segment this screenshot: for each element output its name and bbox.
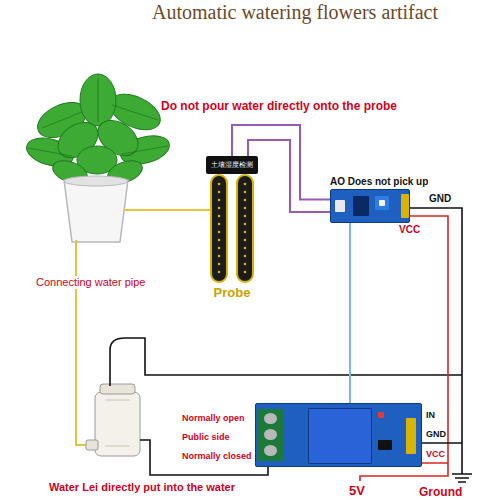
probe-trace <box>218 183 221 186</box>
indicator-led <box>378 412 384 418</box>
pin-header <box>401 194 409 218</box>
probe-label: Probe <box>214 285 251 300</box>
pin-header <box>335 200 345 212</box>
water-pipe <box>124 209 212 211</box>
probe-trace <box>218 255 221 258</box>
probe-trace <box>244 231 247 234</box>
transistor <box>378 440 392 450</box>
probe-trace <box>218 191 221 194</box>
probe-prongs <box>206 174 258 284</box>
water-pipe <box>76 240 95 445</box>
ground-label: Ground <box>418 486 463 500</box>
pin-label: GND <box>428 193 452 205</box>
potentiometer-knob <box>379 200 385 206</box>
wire-connector <box>349 223 351 403</box>
diagram-title: Automatic watering flowers artifact <box>95 1 495 24</box>
terminal-screw <box>264 413 277 424</box>
terminal-label: Normally open <box>182 413 252 423</box>
probe-trace <box>244 263 247 266</box>
probe-trace <box>244 223 247 226</box>
flower-pot <box>64 180 128 242</box>
sensor-module <box>330 189 410 223</box>
signal-wire <box>248 140 332 212</box>
terminal-screw <box>264 445 277 456</box>
probe-trace <box>218 239 221 242</box>
probe-prong <box>211 175 227 282</box>
terminal-screw <box>264 429 277 440</box>
probe-trace <box>218 215 221 218</box>
probe-trace <box>218 263 221 266</box>
probe-trace <box>244 199 247 202</box>
gnd-wire <box>395 208 462 474</box>
probe-trace <box>218 271 221 274</box>
pin-label: GND <box>425 429 447 439</box>
comparator-chip <box>353 196 369 216</box>
pump-wire <box>140 440 268 475</box>
probe-trace <box>218 231 221 234</box>
probe-trace <box>218 199 221 202</box>
relay-module: Normally openPublic sideNormally closed <box>182 403 422 467</box>
soil-probe: 土壤湿度检测 Probe <box>206 156 258 300</box>
leaf-veins <box>28 78 168 156</box>
pin-label: IN <box>425 410 436 420</box>
probe-trace <box>244 183 247 186</box>
probe-trace <box>218 207 221 210</box>
probe-trace <box>244 207 247 210</box>
probe-trace <box>244 215 247 218</box>
pump-wire <box>110 338 462 386</box>
probe-trace <box>244 191 247 194</box>
pin-label: VCC <box>398 224 421 236</box>
note-label: Water Lei directly put into the water <box>48 481 236 494</box>
terminal-label: Public side <box>182 432 252 442</box>
terminal-label: Normally closed <box>182 451 252 461</box>
probe-trace <box>218 223 221 226</box>
note-label: Connecting water pipe <box>35 276 146 289</box>
pin-label: VCC <box>425 449 446 459</box>
voltage-label: 5V <box>348 484 366 499</box>
plant <box>23 74 172 188</box>
pin-header <box>406 418 416 454</box>
probe-trace <box>244 271 247 274</box>
probe-marking: 土壤湿度检测 <box>209 161 255 169</box>
ground-symbol <box>452 474 472 482</box>
probe-trace <box>218 247 221 250</box>
probe-trace <box>244 255 247 258</box>
relay-module <box>255 403 422 467</box>
relay-coil <box>308 408 372 464</box>
pot-rim <box>64 176 128 186</box>
module-note: AO Does not pick up <box>330 176 428 187</box>
probe-head: 土壤湿度检测 <box>206 156 258 174</box>
probe-trace <box>244 247 247 250</box>
water-pump <box>86 384 140 456</box>
warning-note: Do not pour water directly onto the prob… <box>160 100 398 114</box>
probe-prong <box>237 175 253 282</box>
probe-trace <box>244 239 247 242</box>
sensor-module: AO Does not pick up <box>330 176 428 223</box>
terminal-labels: Normally openPublic sideNormally closed <box>182 403 255 465</box>
